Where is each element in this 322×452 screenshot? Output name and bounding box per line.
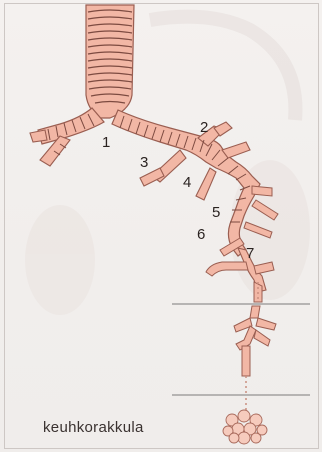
label-1: 1 xyxy=(102,135,110,150)
label-7: 7 xyxy=(246,246,254,261)
label-4: 4 xyxy=(183,175,191,190)
label-2: 2 xyxy=(200,120,208,135)
left-bronchus xyxy=(30,108,104,166)
respiratory-bronchiole xyxy=(234,306,276,410)
label-3: 3 xyxy=(140,155,148,170)
label-6: 6 xyxy=(197,227,205,242)
trachea xyxy=(86,5,134,118)
label-5: 5 xyxy=(212,205,220,220)
caption-alveolus: keuhkorakkula xyxy=(43,419,144,436)
alveolar-sac xyxy=(223,410,267,444)
